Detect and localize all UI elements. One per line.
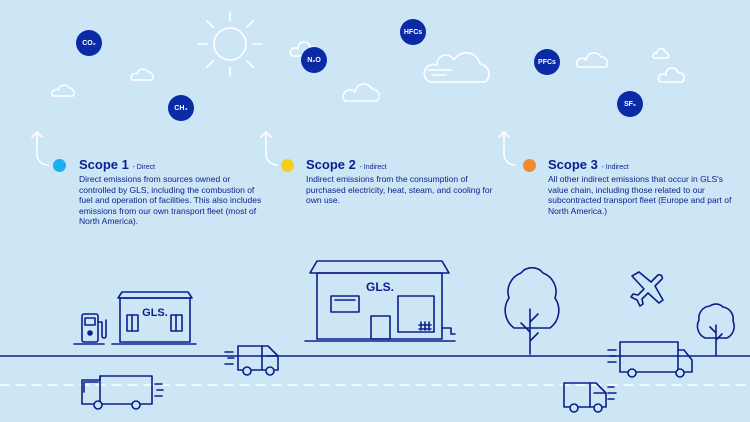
large-building-sign: GLS. (366, 280, 394, 294)
sf6-bubble: SF₆ (617, 91, 643, 117)
scope-2-suffix: - Indirect (359, 164, 387, 171)
scope-3-description: All other indirect emissions that occur … (548, 174, 732, 216)
van-icon (563, 382, 617, 413)
van-icon (224, 345, 279, 376)
co2-bubble: CO₂ (76, 30, 102, 56)
cloud-icon (51, 84, 75, 97)
scope-1-suffix: - Direct (132, 164, 156, 171)
scope-1-title: Scope 1 (79, 157, 129, 172)
tree-icon (504, 266, 560, 355)
scope-2-block: Scope 2 - Indirect Indirect emissions fr… (306, 157, 496, 206)
truck-icon (607, 341, 693, 378)
scope-1-description: Direct emissions from sources owned or c… (79, 174, 262, 226)
cloud-icon (342, 83, 380, 102)
scope-2-title: Scope 2 (306, 157, 356, 172)
cloud-icon (657, 67, 685, 83)
cloud-icon (130, 68, 154, 81)
scope-3-block: Scope 3 - Indirect All other indirect em… (548, 157, 733, 216)
cloud-icon (423, 51, 490, 83)
airplane-icon (630, 271, 664, 307)
arrow-up-icon (31, 131, 49, 166)
ch4-bubble: CH₄ (168, 95, 194, 121)
sun-icon (197, 11, 263, 77)
tree-icon (696, 303, 735, 356)
arrow-up-icon (260, 131, 278, 166)
building-icon (304, 260, 456, 342)
arrow-up-icon (498, 131, 516, 166)
scope-3-suffix: - Indirect (601, 164, 629, 171)
cloud-icon (652, 47, 670, 59)
scope-3-title: Scope 3 (548, 157, 598, 172)
truck-icon (81, 375, 164, 410)
building-icon (111, 291, 197, 345)
scope-1-dot (53, 159, 66, 172)
scope-2-dot (281, 159, 294, 172)
scope-1-block: Scope 1 - Direct Direct emissions from s… (79, 157, 264, 227)
scope-3-dot (523, 159, 536, 172)
hfcs-bubble: HFCs (400, 19, 426, 45)
pfcs-bubble: PFCs (534, 49, 560, 75)
scope-2-description: Indirect emissions from the consumption … (306, 174, 493, 205)
n2o-bubble: N₂O (301, 47, 327, 73)
cloud-icon (575, 52, 609, 68)
fuel-pump-icon (73, 313, 107, 345)
small-building-sign: GLS. (142, 307, 168, 319)
